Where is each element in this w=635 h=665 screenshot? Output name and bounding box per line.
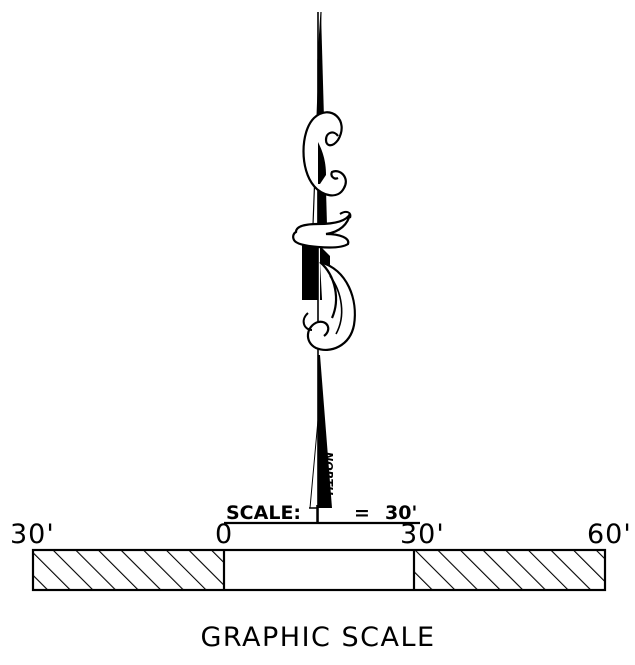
- scale-tick-label: 0: [215, 519, 233, 550]
- north-arrow-lower-blade: [318, 355, 332, 508]
- north-arrow-twist: [292, 213, 352, 249]
- scale-tick-label: 30': [10, 519, 55, 550]
- graphic-scale-bar: 30' 0 30' 60' GRAPHIC SCALE: [10, 519, 632, 653]
- scale-segment-hatched-left: [33, 550, 224, 590]
- scale-equals: =: [354, 502, 370, 524]
- north-arrow-lower-scroll: [306, 260, 356, 351]
- north-arrow-upper-scroll: [302, 111, 347, 197]
- scale-segment-hatched-right: [414, 550, 605, 590]
- scale-prefix: SCALE:: [226, 502, 301, 524]
- north-arrow-lower-blade-tip: [309, 419, 319, 509]
- north-arrow-lower-scroll-inner: [329, 275, 343, 335]
- north-label: NORTH: [322, 452, 335, 495]
- scale-value: 30': [385, 502, 417, 524]
- scale-ratio: SCALE: = 30': [224, 502, 420, 525]
- graphic-scale-caption: GRAPHIC SCALE: [200, 622, 435, 653]
- north-arrow-icon: NORTH: [292, 11, 356, 522]
- scale-segment-empty: [224, 550, 414, 590]
- scale-tick-label: 60': [587, 519, 632, 550]
- scale-tick-label: 30': [400, 519, 445, 550]
- scale-bar-outline: [31, 548, 607, 592]
- north-arrow-upper-scroll-fill: [318, 142, 326, 184]
